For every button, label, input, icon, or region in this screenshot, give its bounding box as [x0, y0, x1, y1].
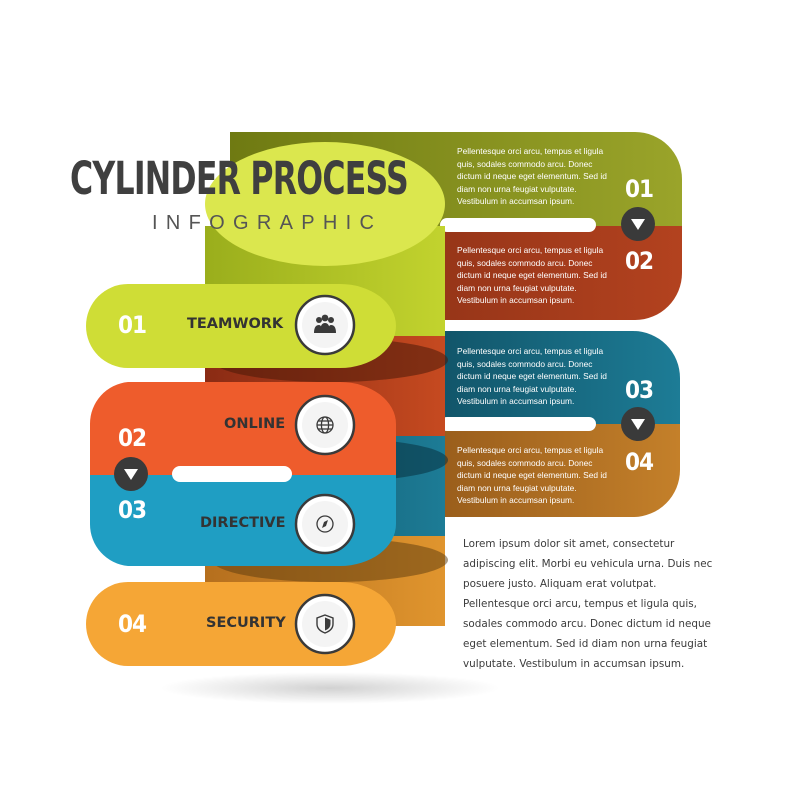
step-number-03: 03	[118, 496, 147, 524]
icon-circle-directive	[294, 493, 356, 555]
panel-text-01: Pellentesque orci arcu, tempus et ligula…	[457, 146, 607, 206]
step-label-directive: DIRECTIVE	[200, 515, 286, 531]
right-panel-03	[380, 331, 680, 424]
chevron-down-icon	[631, 419, 645, 430]
panel-text-02: Pellentesque orci arcu, tempus et ligula…	[457, 245, 607, 305]
icon-circle-online	[294, 394, 356, 456]
panel-number-01: 01	[625, 175, 654, 203]
team-icon	[314, 314, 336, 333]
icon-circle-security	[294, 593, 356, 655]
description-paragraph: Lorem ipsum dolor sit amet, consectetur …	[463, 538, 713, 670]
globe-icon	[316, 416, 334, 434]
page-title: CYLINDER PROCESS	[70, 152, 409, 205]
panel-text-04: Pellentesque orci arcu, tempus et ligula…	[457, 445, 607, 505]
ground-shadow	[160, 672, 500, 704]
cylinder-top	[205, 142, 445, 266]
compass-icon	[316, 515, 334, 533]
step-number-04: 04	[118, 610, 147, 638]
panel-number-03: 03	[625, 376, 654, 404]
icon-circle-teamwork	[294, 294, 356, 356]
step-number-02: 02	[118, 424, 147, 452]
step-label-online: ONLINE	[224, 416, 286, 432]
page-subtitle: INFOGRAPHIC	[152, 212, 383, 234]
panel-number-02: 02	[625, 247, 654, 275]
right-slot-1	[440, 218, 596, 232]
step-label-teamwork: TEAMWORK	[187, 316, 284, 332]
panel-number-04: 04	[625, 448, 654, 476]
shield-icon	[316, 614, 334, 634]
chevron-down-icon	[631, 219, 645, 230]
right-slot-2	[440, 417, 596, 431]
step-number-01: 01	[118, 311, 147, 339]
right-panel-04	[380, 424, 680, 517]
panel-text-03: Pellentesque orci arcu, tempus et ligula…	[457, 346, 607, 406]
chevron-down-icon	[124, 469, 138, 480]
step-label-security: SECURITY	[206, 615, 286, 631]
left-slot	[172, 466, 292, 482]
